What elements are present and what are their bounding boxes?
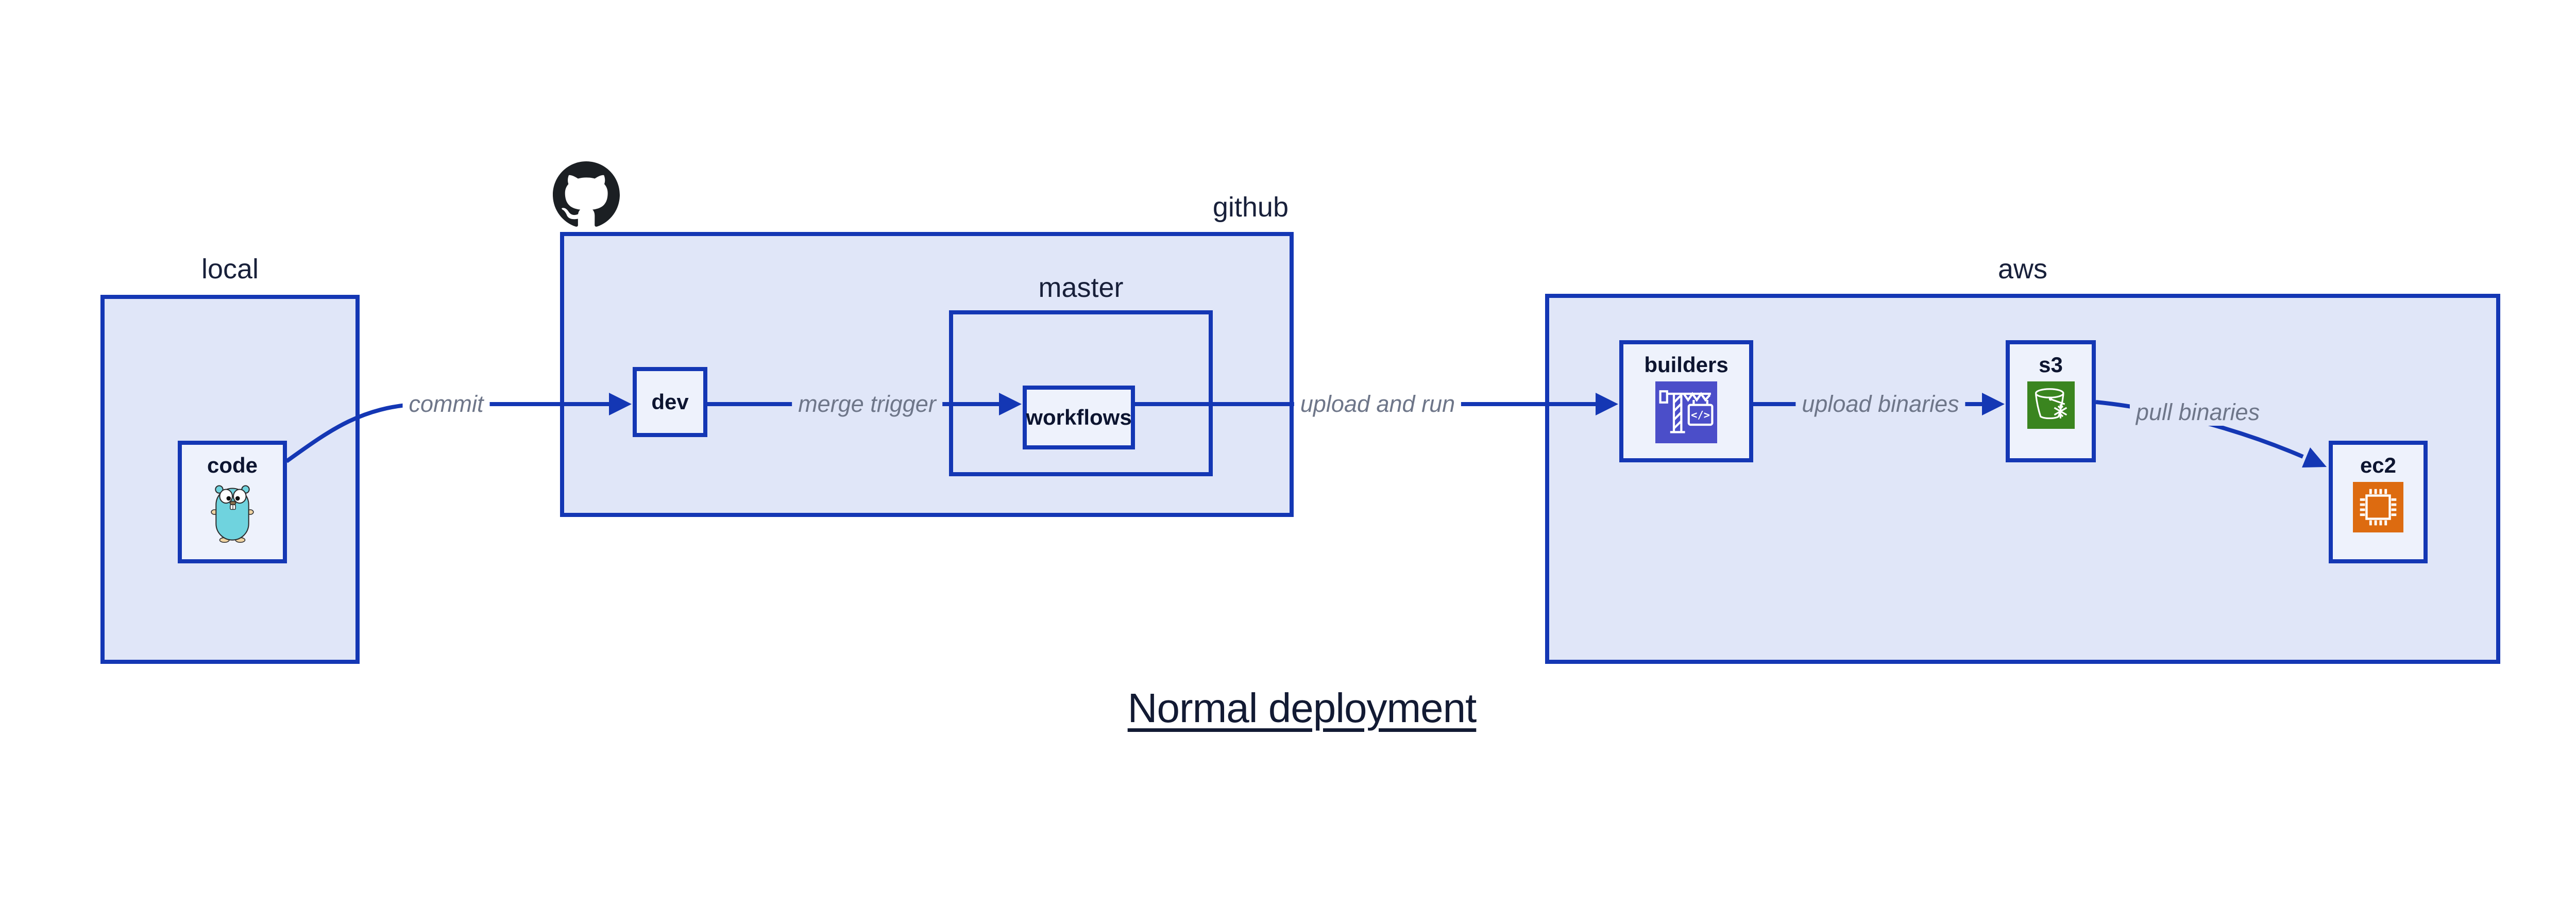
edge-label-upload-binaries: upload binaries <box>1795 391 1965 417</box>
node-builders: builders </> <box>1619 340 1753 462</box>
node-workflows: workflows <box>1023 386 1135 449</box>
edge-label-commit: commit <box>402 391 490 417</box>
group-label-master: master <box>1038 272 1124 303</box>
edge-label-upload-and-run: upload and run <box>1294 391 1462 417</box>
edge-pull-binaries-arrowhead <box>2302 447 2327 467</box>
diagram-title: Normal deployment <box>1127 685 1477 731</box>
node-code: code <box>178 441 287 563</box>
node-dev: dev <box>633 367 707 437</box>
ec2-chip-icon <box>2353 482 2403 532</box>
codebuild-crane-icon: </> <box>1655 381 1717 443</box>
go-gopher-icon <box>211 485 254 543</box>
group-label-github: github <box>1212 192 1289 223</box>
node-s3: s3 <box>2006 340 2096 462</box>
s3-bucket-icon <box>2027 381 2075 429</box>
node-code-label: code <box>207 453 258 477</box>
edge-label-pull-binaries: pull binaries <box>2129 399 2266 426</box>
node-dev-label: dev <box>651 390 689 414</box>
node-ec2: ec2 <box>2329 441 2428 563</box>
node-workflows-label: workflows <box>1026 405 1132 429</box>
node-s3-label: s3 <box>2039 353 2063 377</box>
group-label-local: local <box>201 254 259 285</box>
codebuild-code-glyph: </> <box>1691 409 1710 421</box>
github-octocat-icon <box>553 161 620 227</box>
group-label-aws: aws <box>1997 254 2048 285</box>
node-ec2-label: ec2 <box>2360 453 2397 477</box>
edge-upload-binaries-arrowhead <box>1982 393 2005 415</box>
edge-merge-trigger-arrowhead <box>999 393 1022 415</box>
edge-commit-arrowhead <box>609 393 632 415</box>
edge-upload-and-run-arrowhead <box>1596 393 1618 415</box>
edge-label-merge-trigger: merge trigger <box>792 391 942 417</box>
node-builders-label: builders <box>1644 353 1728 377</box>
